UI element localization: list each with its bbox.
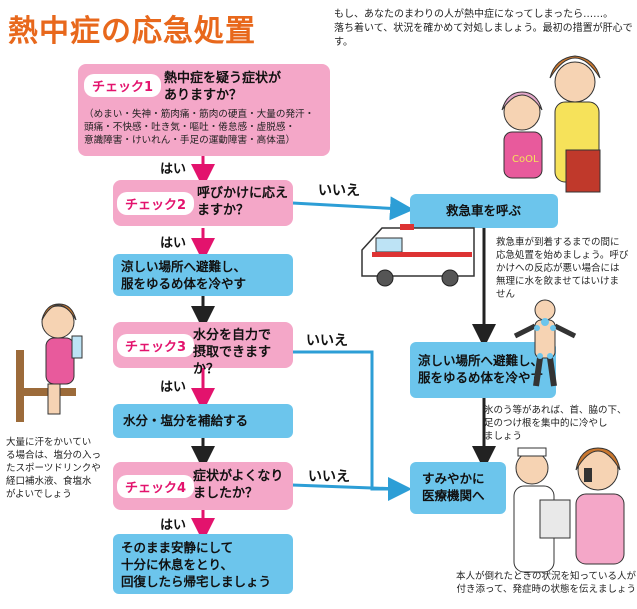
hydrate-box: 水分・塩分を補給する (113, 404, 293, 438)
no-label-3: いいえ (306, 333, 348, 349)
symptom-line: （めまい・失神・筋肉痛・筋肉の硬直・大量の発汗・ (84, 109, 315, 120)
question-line: 呼びかけに応え (197, 186, 289, 201)
check-4-box: チェック4 症状がよくなり ましたか？ (113, 462, 293, 510)
question-line: 熱中症を疑う症状が (164, 71, 282, 86)
no-label-2: いいえ (318, 183, 360, 199)
intro-line: もし、あなたのまわりの人が熱中症になってしまったら……。 (334, 9, 614, 20)
action-line: そのまま安静にして (121, 540, 234, 555)
sweat-note: 大量に汗をかいてい る場合は、塩分の入っ たスポーツドリンクや 経口補水液、食塩… (6, 436, 110, 501)
cool-down-text-2: 涼しい場所へ避難し、 服をゆるめ体を冷やす (418, 352, 543, 386)
check-4-question: 症状がよくなり ましたか？ (193, 468, 283, 502)
ambulance-note: 救急車が到着するまでの間に 応急処置を始めましょう。呼び かけへの反応が悪い場合… (496, 236, 634, 301)
ambulance-box: 救急車を呼ぶ (410, 194, 558, 228)
ice-note: 氷のう等があれば、首、脇の下、 足のつけ根を集中的に冷やし ましょう (484, 404, 634, 443)
note-line: 大量に汗をかいてい (6, 437, 92, 448)
yes-label-4: はい (160, 518, 187, 533)
question-line: ありますか？ (164, 88, 243, 103)
note-line: かけへの反応が悪い場合には (496, 263, 620, 274)
action-line: 服をゆるめ体を冷やす (418, 370, 544, 385)
question-line: 症状がよくなり (193, 469, 284, 484)
question-line: 摂取できますか？ (193, 345, 272, 377)
note-line: 応急処置を始めましょう。呼び (496, 250, 629, 261)
no-label-4: いいえ (308, 469, 350, 485)
yes-label-2: はい (160, 236, 187, 251)
check-1-question: 熱中症を疑う症状が ありますか？ (164, 70, 281, 104)
cool-down-text: 涼しい場所へ避難し、 服をゆるめ体を冷やす (121, 258, 246, 292)
note-line: せん (496, 289, 516, 300)
hydrate-text: 水分・塩分を補給する (123, 413, 249, 428)
note-line: ましょう (484, 431, 523, 442)
hospital-box: すみやかに 医療機関へ (410, 462, 506, 514)
note-line: 足のつけ根を集中的に冷やし (484, 418, 608, 429)
question-line: 水分を自力で (193, 328, 272, 343)
yes-label-3: はい (160, 380, 187, 395)
note-line: 本人が倒れたときの状況を知っている人が (455, 571, 636, 582)
check-1-symptoms: （めまい・失神・筋肉痛・筋肉の硬直・大量の発汗・ 頭痛・不快感・吐き気・嘔吐・倦… (84, 108, 314, 147)
note-line: る場合は、塩分の入っ (6, 450, 102, 461)
action-line: 服をゆるめ体を冷やす (121, 276, 247, 291)
action-line: 回復したら帰宅しましょう (121, 574, 272, 589)
page-title: 熱中症の応急処置 (8, 14, 256, 49)
intro-text: もし、あなたのまわりの人が熱中症になってしまったら……。 落ち着いて、状況を確か… (334, 8, 634, 50)
check-2-box: チェック2 呼びかけに応え ますか？ (113, 180, 293, 226)
action-line: 涼しい場所へ避難し、 (418, 353, 544, 368)
note-line: 無理に水を飲ませてはいけま (496, 276, 620, 287)
intro-line: 落ち着いて、状況を確かめて対処しましょう。最初の措置が肝心です。 (334, 23, 633, 48)
yes-label-1: はい (160, 162, 187, 177)
action-line: 涼しい場所へ避難し、 (121, 259, 247, 274)
cool-down-box: 涼しい場所へ避難し、 服をゆるめ体を冷やす (113, 254, 293, 296)
hospital-text: すみやかに 医療機関へ (422, 470, 485, 504)
rest-text: そのまま安静にして 十分に休息をとり、 回復したら帰宅しましょう (121, 539, 271, 590)
action-line: 十分に休息をとり、 (121, 557, 234, 572)
check-1-badge: チェック1 (84, 74, 162, 97)
note-line: 氷のう等があれば、首、脇の下、 (484, 405, 627, 416)
ambulance-text: 救急車を呼ぶ (446, 203, 522, 218)
cool-down-box-2: 涼しい場所へ避難し、 服をゆるめ体を冷やす (410, 342, 556, 398)
check-1-box: チェック1 熱中症を疑う症状が ありますか？ （めまい・失神・筋肉痛・筋肉の硬直… (78, 64, 330, 156)
symptom-line: 頭痛・不快感・吐き気・嘔吐・倦怠感・虚脱感・ (84, 122, 296, 133)
check-4-badge: チェック4 (117, 475, 195, 498)
check-2-question: 呼びかけに応え ますか？ (197, 185, 288, 219)
check-3-badge: チェック3 (117, 334, 195, 357)
note-line: がよいでしょう (6, 489, 72, 500)
action-line: すみやかに (422, 471, 485, 486)
question-line: ましたか？ (193, 486, 259, 501)
rest-box: そのまま安静にして 十分に休息をとり、 回復したら帰宅しましょう (113, 534, 293, 594)
note-line: たスポーツドリンクや (6, 463, 101, 474)
check-3-box: チェック3 水分を自力で 摂取できますか？ (113, 322, 293, 377)
hospital-note: 本人が倒れたときの状況を知っている人が 付き添って、発症時の状態を伝えましょう (436, 570, 636, 596)
check-2-badge: チェック2 (117, 192, 195, 215)
note-line: 救急車が到着するまでの間に (496, 237, 620, 248)
note-line: 付き添って、発症時の状態を伝えましょう (456, 584, 636, 595)
question-line: ますか？ (197, 203, 250, 218)
note-line: 経口補水液、食塩水 (6, 476, 92, 487)
symptom-line: 意識障害・けいれん・手足の運動障害・高体温） (84, 135, 296, 146)
check-3-question: 水分を自力で 摂取できますか？ (193, 327, 293, 378)
action-line: 医療機関へ (422, 488, 485, 503)
